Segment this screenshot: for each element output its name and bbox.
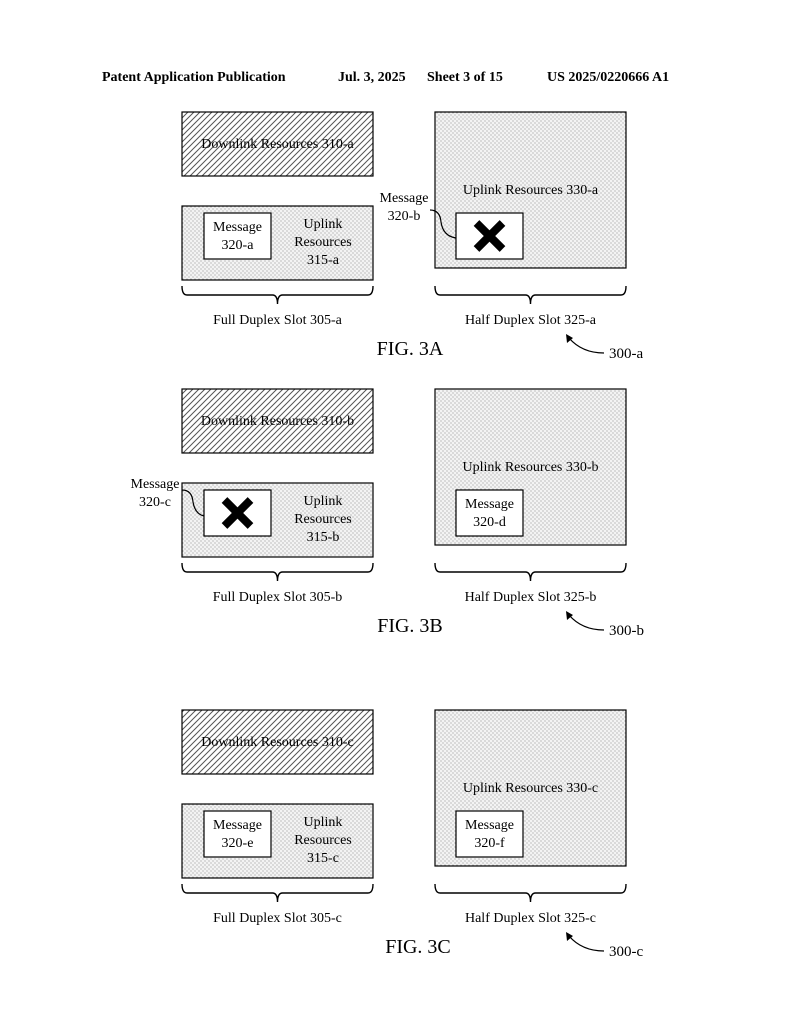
uplink-resources-label: Resources <box>294 512 352 527</box>
slot-brace <box>434 562 627 582</box>
reference-arrowhead <box>566 334 573 343</box>
reference-arrowhead <box>566 611 573 620</box>
full-duplex-slot-label: Full Duplex Slot 305-c <box>213 911 342 926</box>
reference-arrow-line <box>568 935 605 952</box>
downlink-resources-label: Downlink Resources 310-c <box>201 735 353 750</box>
figure-reference-numeral: 300-c <box>609 944 643 960</box>
message-box <box>203 489 272 537</box>
reference-arrow-line <box>568 614 605 631</box>
publication-date: Jul. 3, 2025 <box>338 70 406 85</box>
downlink-resources-label: Downlink Resources 310-b <box>201 414 354 429</box>
publication-label: Patent Application Publication <box>102 70 286 85</box>
uplink-resources-label: 315-a <box>307 253 340 268</box>
downlink-resources-block <box>181 388 374 454</box>
uplink-resources-label: Uplink Resources 330-a <box>463 183 599 198</box>
slot-brace <box>181 562 374 582</box>
blocked-message-icon <box>221 497 254 529</box>
figure-reference-numeral: 300-b <box>609 623 644 639</box>
message-box <box>203 212 272 260</box>
uplink-resources-label: Uplink Resources 330-b <box>462 460 598 475</box>
uplink-resources-label: Uplink <box>304 217 343 232</box>
figure-caption: FIG. 3B <box>377 615 443 637</box>
figure-reference-numeral: 300-a <box>609 346 643 362</box>
half-duplex-slot-label: Half Duplex Slot 325-b <box>465 590 597 605</box>
patent-number: US 2025/0220666 A1 <box>547 70 670 85</box>
downlink-resources-label: Downlink Resources 310-a <box>201 137 354 152</box>
uplink-resources-label: 315-c <box>307 851 339 866</box>
downlink-resources-block <box>181 709 374 775</box>
message-label: Message <box>465 818 514 833</box>
message-label: Message <box>465 497 514 512</box>
slot-brace <box>434 285 627 305</box>
full-duplex-slot-label: Full Duplex Slot 305-a <box>213 313 343 328</box>
downlink-resources-block <box>181 111 374 177</box>
half-duplex-slot-label: Half Duplex Slot 325-a <box>465 313 597 328</box>
slot-brace <box>181 285 374 305</box>
uplink-resources-label: Resources <box>294 235 352 250</box>
message-label: 320-e <box>222 836 254 851</box>
message-label: 320-a <box>222 238 255 253</box>
message-label: 320-f <box>474 836 505 851</box>
message-callout-label: Message <box>131 477 180 492</box>
reference-arrowhead <box>566 932 573 941</box>
message-label: Message <box>213 220 262 235</box>
figure-caption: FIG. 3A <box>377 338 444 360</box>
page-header: Patent Application Publication Jul. 3, 2… <box>0 70 794 90</box>
slot-brace <box>181 883 374 903</box>
message-box <box>455 489 524 537</box>
callout-leader-line <box>181 489 205 517</box>
message-box <box>203 810 272 858</box>
full-duplex-slot-label: Full Duplex Slot 305-b <box>213 590 343 605</box>
uplink-resources-label: Uplink <box>304 494 343 509</box>
uplink-resources-label: 315-b <box>307 530 340 545</box>
uplink-resources-label: Uplink Resources 330-c <box>463 781 598 796</box>
half-duplex-slot-label: Half Duplex Slot 325-c <box>465 911 596 926</box>
message-callout-label: Message <box>380 191 429 206</box>
uplink-resources-label: Resources <box>294 833 352 848</box>
message-callout-label: 320-b <box>388 209 421 224</box>
message-callout-label: 320-c <box>139 495 171 510</box>
reference-arrow-line <box>568 337 605 354</box>
figure-caption: FIG. 3C <box>385 936 451 958</box>
blocked-message-icon <box>473 220 506 252</box>
message-box <box>455 810 524 858</box>
sheet-number: Sheet 3 of 15 <box>427 70 503 85</box>
uplink-resources-label: Uplink <box>304 815 343 830</box>
message-label: Message <box>213 818 262 833</box>
callout-leader-line <box>429 209 457 239</box>
slot-brace <box>434 883 627 903</box>
message-label: 320-d <box>473 515 506 530</box>
